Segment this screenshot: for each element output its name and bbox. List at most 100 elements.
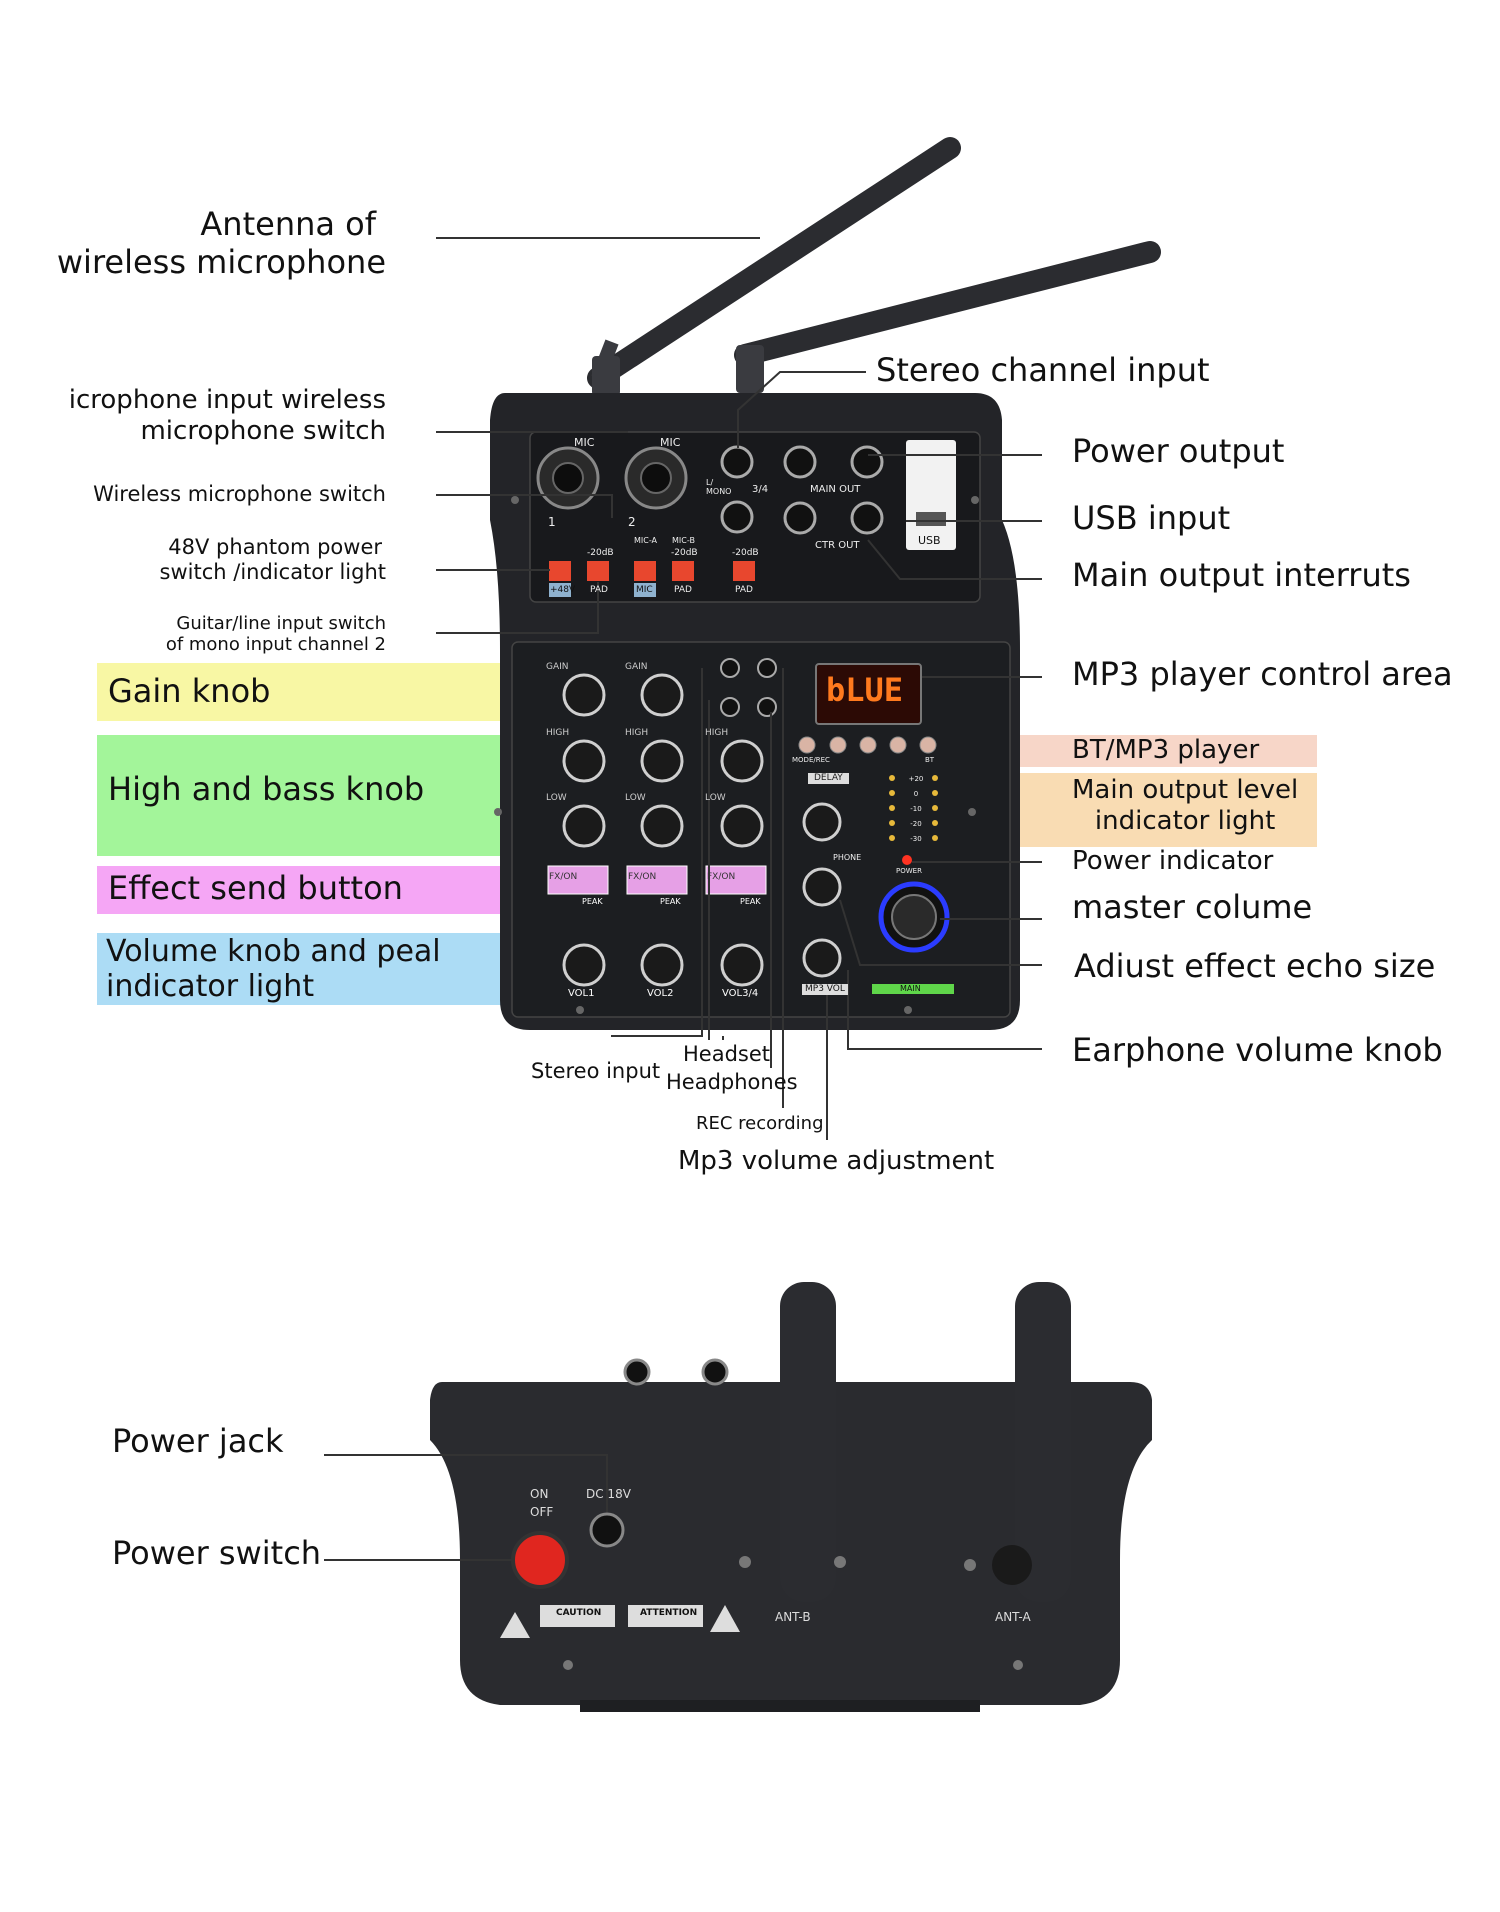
back-attention: ATTENTION	[640, 1608, 698, 1618]
panel-power: POWER	[896, 867, 922, 875]
back-ant-b: ANT-B	[775, 1610, 811, 1624]
panel-mic-b: MIC-B	[672, 536, 695, 545]
leader-lines	[436, 237, 1042, 1140]
panel-mic-btn: MIC	[636, 585, 653, 595]
band-label-fx: Effect send button	[108, 869, 403, 907]
panel-pad-3: PAD	[735, 585, 753, 595]
panel-mic-label-2: MIC	[660, 436, 681, 449]
meter-tick: -30	[910, 835, 922, 843]
panel-phone: PHONE	[833, 853, 862, 862]
label-phantom-line2: switch /indicator light	[159, 559, 386, 584]
panel-meter-scale: +20 0 -10 -20 -30	[902, 772, 930, 847]
label-guitar-line1: Guitar/line input switch	[176, 613, 386, 634]
antenna-left	[587, 137, 961, 396]
panel-peak-2: PEAK	[660, 897, 681, 906]
meter-tick: +20	[908, 775, 924, 783]
panel-fxon-3: FX/ON	[707, 872, 736, 882]
band-label-vol-line2: indicator light	[106, 969, 315, 1005]
label-antenna-line1: Antenna of	[200, 205, 376, 243]
back-panel	[430, 1282, 1152, 1712]
label-power-jack: Power jack	[112, 1422, 284, 1460]
back-on: ON	[530, 1487, 549, 1501]
meter-tick: -20	[910, 820, 922, 828]
back-caution: CAUTION	[556, 1608, 602, 1618]
panel-ctr-out: CTR OUT	[815, 540, 860, 551]
panel-low-2: LOW	[625, 793, 646, 803]
panel-vol1: VOL1	[568, 988, 595, 999]
band-label-vol: Volume knob and peal indicator light	[106, 934, 441, 1005]
back-off: OFF	[530, 1505, 554, 1519]
panel-pad-1: PAD	[590, 585, 608, 595]
panel-mp3vol: MP3 VOL	[802, 984, 848, 995]
label-antenna: Antenna of wireless microphone	[40, 205, 386, 282]
label-headset: Headset	[683, 1042, 771, 1066]
panel-delay: DELAY	[808, 773, 849, 784]
panel-minus20-3: -20dB	[732, 548, 759, 558]
panel-mode-rec: MODE/REC	[792, 756, 830, 764]
panel-high-2: HIGH	[625, 728, 649, 738]
antenna-right	[734, 241, 1161, 393]
label-wireless-switch: Wireless microphone switch	[93, 482, 386, 506]
panel-high-3: HIGH	[705, 728, 729, 738]
panel-minus20-1: -20dB	[587, 548, 614, 558]
label-stereo-channel: Stereo channel input	[876, 351, 1210, 389]
label-mp3-volume: Mp3 volume adjustment	[678, 1146, 995, 1176]
label-echo: Adiust effect echo size	[1074, 947, 1436, 985]
panel-pad-2: PAD	[674, 585, 692, 595]
panel-peak-1: PEAK	[582, 897, 603, 906]
meter-tick: 0	[913, 790, 919, 798]
panel-display: bLUE	[826, 671, 904, 709]
label-guitar: Guitar/line input switch of mono input c…	[40, 613, 386, 655]
panel-vol34: VOL3/4	[722, 988, 759, 999]
back-ant-a: ANT-A	[995, 1610, 1031, 1624]
panel-fxon-1: FX/ON	[549, 872, 578, 882]
label-headphones: Headphones	[666, 1070, 798, 1094]
label-main-output: Main output interruts	[1072, 556, 1411, 594]
panel-ch34: 3/4	[752, 484, 769, 495]
panel-mic-a: MIC-A	[634, 536, 658, 545]
label-earphone: Earphone volume knob	[1072, 1031, 1443, 1069]
panel-bt: BT	[925, 756, 935, 764]
label-master: master colume	[1072, 888, 1313, 926]
mixer-body	[490, 393, 1020, 1030]
label-power-indicator: Power indicator	[1072, 846, 1274, 876]
label-bt-player: BT/MP3 player	[1072, 735, 1260, 765]
band-label-eq: High and bass knob	[108, 770, 425, 808]
panel-mono: L/ MONO	[706, 478, 732, 497]
label-power-output: Power output	[1072, 432, 1285, 470]
panel-high-1: HIGH	[546, 728, 570, 738]
panel-peak-3: PEAK	[740, 897, 761, 906]
meter-tick: -10	[910, 805, 922, 813]
panel-mic-label-1: MIC	[574, 436, 595, 449]
panel-main: MAIN	[900, 984, 921, 993]
panel-vol2: VOL2	[647, 988, 674, 999]
label-power-switch: Power switch	[112, 1534, 322, 1572]
label-mic-switch-line1: icrophone input wireless	[68, 385, 386, 415]
panel-gain-1: GAIN	[546, 662, 569, 672]
label-stereo-input: Stereo input	[531, 1059, 661, 1083]
panel-ch2: 2	[628, 515, 636, 529]
back-dc: DC 18V	[586, 1487, 631, 1501]
panel-minus20-2: -20dB	[671, 548, 698, 558]
panel-usb: USB	[918, 534, 941, 547]
label-antenna-line2: wireless microphone	[56, 242, 386, 281]
label-guitar-line2: of mono input channel 2	[165, 634, 386, 656]
band-label-gain: Gain knob	[108, 672, 271, 710]
label-phantom-line1: 48V phantom power	[168, 535, 382, 559]
panel-ch1: 1	[548, 515, 556, 529]
label-level-line1: Main output level	[1072, 775, 1299, 805]
panel-main-out: MAIN OUT	[810, 484, 861, 495]
label-phantom: 48V phantom power switch /indicator ligh…	[40, 535, 386, 585]
label-mic-switch-line2: microphone switch	[140, 415, 386, 446]
panel-low-3: LOW	[705, 793, 726, 803]
panel-gain-2: GAIN	[625, 662, 648, 672]
label-level-line2: indicator light	[1094, 805, 1276, 836]
band-label-vol-line1: Volume knob and peal	[106, 934, 441, 969]
label-mic-switch: icrophone input wireless microphone swit…	[40, 385, 386, 446]
label-level-indicator: Main output level indicator light	[1072, 775, 1298, 836]
label-mp3-area: MP3 player control area	[1072, 655, 1453, 693]
panel-fxon-2: FX/ON	[628, 872, 657, 882]
label-rec: REC recording	[696, 1113, 824, 1134]
label-usb-input: USB input	[1072, 499, 1231, 537]
